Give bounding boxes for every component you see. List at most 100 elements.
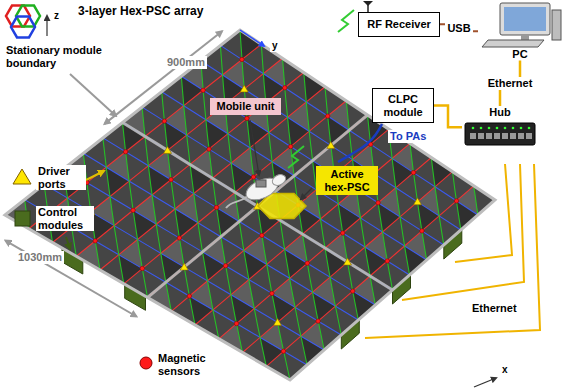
rf-signal: [288, 146, 304, 168]
coil-trace-green: [325, 87, 358, 320]
connector: [434, 106, 462, 128]
hex-cell: [244, 235, 267, 264]
ethernet-cable: [455, 164, 512, 262]
text-label: Control modules: [36, 206, 94, 231]
dimension-1030: [5, 241, 136, 317]
magnetic-sensor: [177, 236, 181, 240]
magnetic-sensor: [411, 170, 415, 174]
hub-led: [472, 126, 475, 129]
pa-cable: [338, 124, 382, 162]
monitor: [500, 3, 550, 35]
connector-label: USB: [445, 22, 472, 35]
driver-port-pointer: [86, 171, 104, 180]
hex-cell: [231, 280, 254, 309]
stand: [521, 35, 529, 40]
boundary-pointer: [70, 74, 116, 116]
hub-port: [502, 133, 508, 139]
node-text: Hub: [462, 106, 538, 119]
coil-trace-red: [148, 115, 368, 298]
magnetic-sensor: [187, 294, 191, 298]
y-axis: [240, 30, 264, 46]
hub-port: [470, 133, 476, 139]
callout-box: Mobile unit: [210, 98, 281, 115]
text-label: 3-layer Hex-PSC array: [76, 5, 205, 19]
magnetic-sensor: [454, 199, 458, 203]
hex-cell: [353, 276, 376, 305]
hub-led: [488, 126, 491, 129]
coil-trace-green: [410, 143, 427, 260]
magnetic-sensor: [245, 116, 249, 120]
hub-drawing: [462, 119, 538, 149]
hex-cell: [272, 278, 295, 307]
hex-cell: [405, 231, 427, 260]
driver-port: [274, 318, 282, 325]
hex-cell: [365, 232, 387, 261]
hex-cell: [285, 234, 308, 263]
antenna-tip: [363, 1, 373, 6]
hub-led: [528, 126, 531, 129]
x-axis: [474, 378, 496, 387]
node-text: PC: [478, 48, 562, 61]
coil-trace-green: [123, 123, 148, 298]
node-text: Mobile unit: [215, 100, 276, 113]
hex-cell: [288, 102, 310, 131]
text-label: z: [52, 10, 61, 22]
hub-icon: Hub: [462, 106, 538, 149]
hex-cell: [189, 281, 213, 310]
hex-cell: [304, 73, 325, 102]
node-text: CLPC module: [380, 93, 426, 118]
magnetic-sensor: [234, 321, 238, 325]
receiver-box: RF Receiver: [358, 12, 440, 37]
hex-blue: [11, 17, 35, 38]
hub-led: [512, 126, 515, 129]
magnetic-sensor: [207, 147, 211, 151]
coil-trace-blue: [201, 61, 461, 230]
coil-trace-green: [181, 76, 219, 339]
keyboard: [482, 40, 544, 47]
text-label: 900mm: [165, 56, 207, 69]
text-label: Stationary module boundary: [4, 44, 108, 69]
hex-cell: [313, 277, 336, 306]
hub-led: [480, 126, 483, 129]
coil-trace-green: [304, 73, 342, 336]
pc-drawing: [478, 2, 562, 48]
driver-port: [240, 85, 248, 92]
magnetic-sensor: [376, 201, 380, 205]
connector-label: Ethernet: [486, 77, 535, 90]
text-label: To PAs: [388, 130, 428, 143]
antenna: [363, 1, 373, 12]
hub-port: [486, 133, 492, 139]
magnetic-sensor: [281, 349, 285, 353]
hub-port: [526, 133, 532, 139]
magnetic-sensor: [162, 119, 166, 123]
module-boundary: [148, 115, 368, 298]
magnetic-sensor: [283, 86, 287, 90]
callout-box: Active hex-PSC: [316, 166, 378, 195]
magnetic-sensor: [251, 175, 255, 179]
text-label: Ethernet: [470, 302, 519, 315]
text-label: x: [500, 364, 510, 376]
rf-signal: [338, 10, 354, 32]
coil-trace-green: [389, 129, 410, 275]
node-text: Active hex-PSC: [322, 168, 372, 193]
coil-trace-green: [346, 101, 375, 305]
hex-cell: [325, 233, 348, 262]
driver-port: [344, 258, 352, 265]
driver-port: [164, 146, 172, 153]
magnetic-sensor: [420, 229, 424, 233]
magnetic-sensor: [169, 178, 173, 182]
magnetic-sensor: [131, 208, 135, 212]
hub-port: [478, 133, 484, 139]
rat-tail: [226, 196, 248, 208]
magnetic-sensor: [201, 88, 205, 92]
z-axis: [46, 16, 47, 36]
rat-headstage: [256, 180, 266, 187]
magnetic-sensor: [123, 150, 127, 154]
ethernet-cable: [365, 164, 540, 338]
control-module-pointer: [66, 237, 70, 249]
ethernet-cable: [402, 164, 524, 300]
driver-port-symbol: [13, 169, 31, 184]
active-hex-pointer: [301, 188, 312, 199]
magnetic-sensor: [351, 289, 355, 293]
